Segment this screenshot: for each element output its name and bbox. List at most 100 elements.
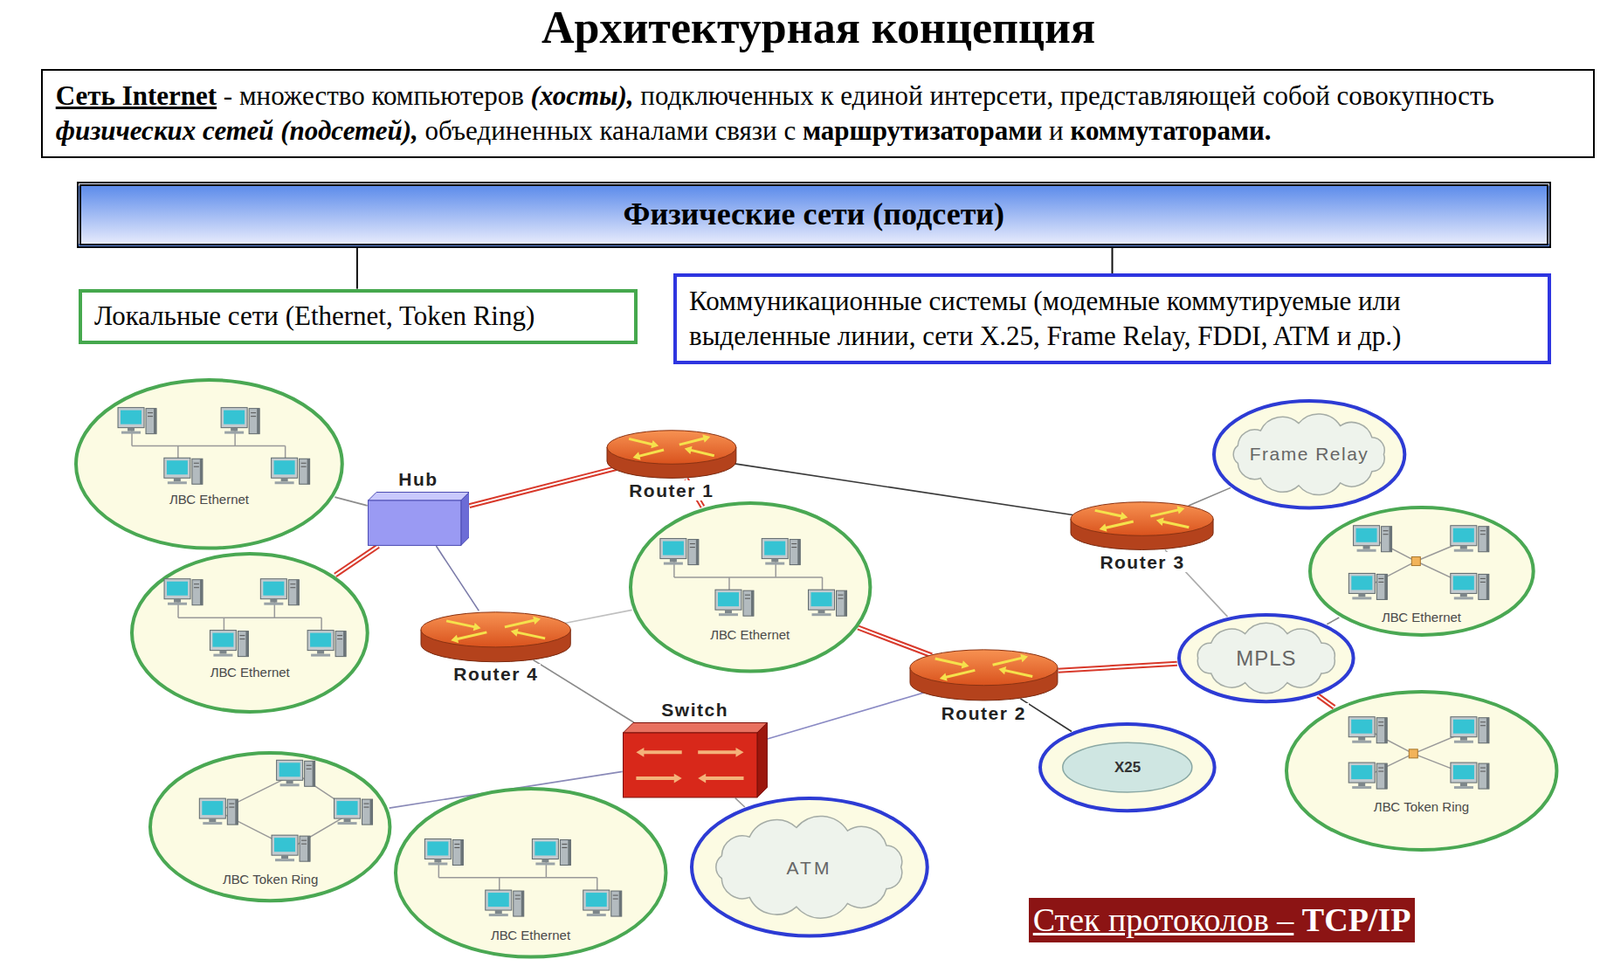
cloud-shape xyxy=(1233,413,1385,496)
drive-slot xyxy=(1378,724,1384,726)
monitor-frame xyxy=(1449,525,1476,546)
monitor-frame xyxy=(261,579,288,600)
arrow-head xyxy=(450,634,459,643)
connector-group xyxy=(1111,248,1113,274)
cloud-shape xyxy=(715,816,902,919)
cloud-shape xyxy=(1197,622,1335,693)
link-double-line xyxy=(1058,663,1178,671)
keyboard xyxy=(1453,597,1473,600)
monitor-screen xyxy=(427,841,449,856)
lan-label: ЛВС Ethernet xyxy=(710,627,790,642)
arrow-head xyxy=(635,747,644,758)
arrow-shaft xyxy=(628,438,655,445)
device-label: Router 1 xyxy=(626,480,717,501)
keyboard xyxy=(1351,597,1372,600)
link-double-inner xyxy=(468,468,616,506)
text-run: представляющей xyxy=(1060,80,1256,111)
monitor-screen xyxy=(764,540,786,555)
page-title: Архитектурная концепция xyxy=(36,0,1600,55)
banner-text: Стек протоколов – xyxy=(1033,901,1295,938)
lan-label: ЛВС Ethernet xyxy=(210,664,290,680)
drive-slot xyxy=(837,593,843,595)
tower-case xyxy=(289,579,300,606)
arrow-shaft xyxy=(697,751,738,755)
connector-group xyxy=(435,545,479,611)
keyboard xyxy=(765,561,785,565)
text-run: (подсетей), xyxy=(280,115,419,146)
monitor-frame xyxy=(210,630,237,651)
monitor-screen xyxy=(223,410,245,425)
link-line xyxy=(435,545,479,611)
tower-case xyxy=(1380,526,1392,552)
lan-ellipse-shape xyxy=(1286,691,1557,850)
monitor-stand xyxy=(771,558,779,562)
box-top xyxy=(622,723,767,734)
router-icon xyxy=(419,610,573,664)
arrow-head xyxy=(1020,654,1028,663)
bus-cable xyxy=(438,876,597,879)
category-box: Локальные сети (Ethernet, Token Ring) xyxy=(78,289,638,345)
device-label: Router 3 xyxy=(1096,551,1187,573)
tower-side xyxy=(521,890,525,917)
device-label: Router 2 xyxy=(938,703,1029,724)
monitor-screen xyxy=(1453,765,1475,780)
monitor-frame xyxy=(1348,762,1375,783)
monitor-screen xyxy=(202,800,224,815)
box-front xyxy=(622,732,757,798)
box-side xyxy=(757,723,768,798)
computer-icon xyxy=(807,589,847,616)
network-ellipse xyxy=(691,798,928,937)
monitor-screen xyxy=(1351,765,1373,780)
tower-case xyxy=(145,408,157,435)
drive-slot xyxy=(689,543,695,545)
arrow-head xyxy=(684,445,693,454)
arrow-head xyxy=(735,747,744,758)
drive-slot xyxy=(1479,531,1485,532)
drive-slot xyxy=(561,847,567,849)
label-holder: Router 1 xyxy=(570,480,773,502)
tower-case xyxy=(248,408,260,435)
arrow-head xyxy=(1120,511,1129,520)
tower-side xyxy=(200,579,203,606)
drive-slot xyxy=(306,765,312,766)
lan-ellipse-shape xyxy=(131,553,368,712)
monitor-frame xyxy=(164,458,191,479)
computer-icon xyxy=(485,889,525,917)
cloud-label: ATM xyxy=(786,858,833,877)
link-double-line xyxy=(857,627,932,656)
band-title: Физические сети (подсети) xyxy=(622,197,1005,233)
box-side xyxy=(460,492,469,546)
connector-group xyxy=(1058,663,1178,671)
lan-concentrator xyxy=(1411,557,1421,566)
tower-case xyxy=(335,631,346,657)
switch-icon xyxy=(622,722,768,798)
label-holder: ЛВС Ethernet xyxy=(393,927,669,943)
computer-icon xyxy=(220,407,260,435)
keyboard xyxy=(167,482,187,485)
keyboard xyxy=(275,858,295,862)
monitor-screen xyxy=(662,540,683,555)
router-top xyxy=(606,429,737,464)
monitor-screen xyxy=(274,837,296,852)
lan-outline xyxy=(627,500,873,675)
box-top xyxy=(367,492,469,502)
lan-ellipse-shape xyxy=(395,788,666,958)
connector-group xyxy=(533,660,635,724)
connector-group xyxy=(735,798,745,807)
arrow-shaft xyxy=(1161,520,1190,527)
keyboard xyxy=(811,613,831,616)
text-run: с xyxy=(783,115,796,146)
drive-slot xyxy=(337,634,343,636)
definition-term: Сеть Internet xyxy=(55,80,217,111)
monitor-screen xyxy=(1453,718,1475,733)
tower-case xyxy=(362,799,373,825)
monitor-stand xyxy=(817,609,825,614)
keyboard xyxy=(275,482,295,485)
monitor-stand xyxy=(127,427,135,432)
router-top xyxy=(1070,501,1214,536)
monitor-stand xyxy=(668,558,676,562)
monitor-frame xyxy=(761,537,788,559)
tower-side xyxy=(843,590,847,616)
link-line xyxy=(562,609,633,624)
label-holder: ЛВС Ethernet xyxy=(129,664,371,680)
